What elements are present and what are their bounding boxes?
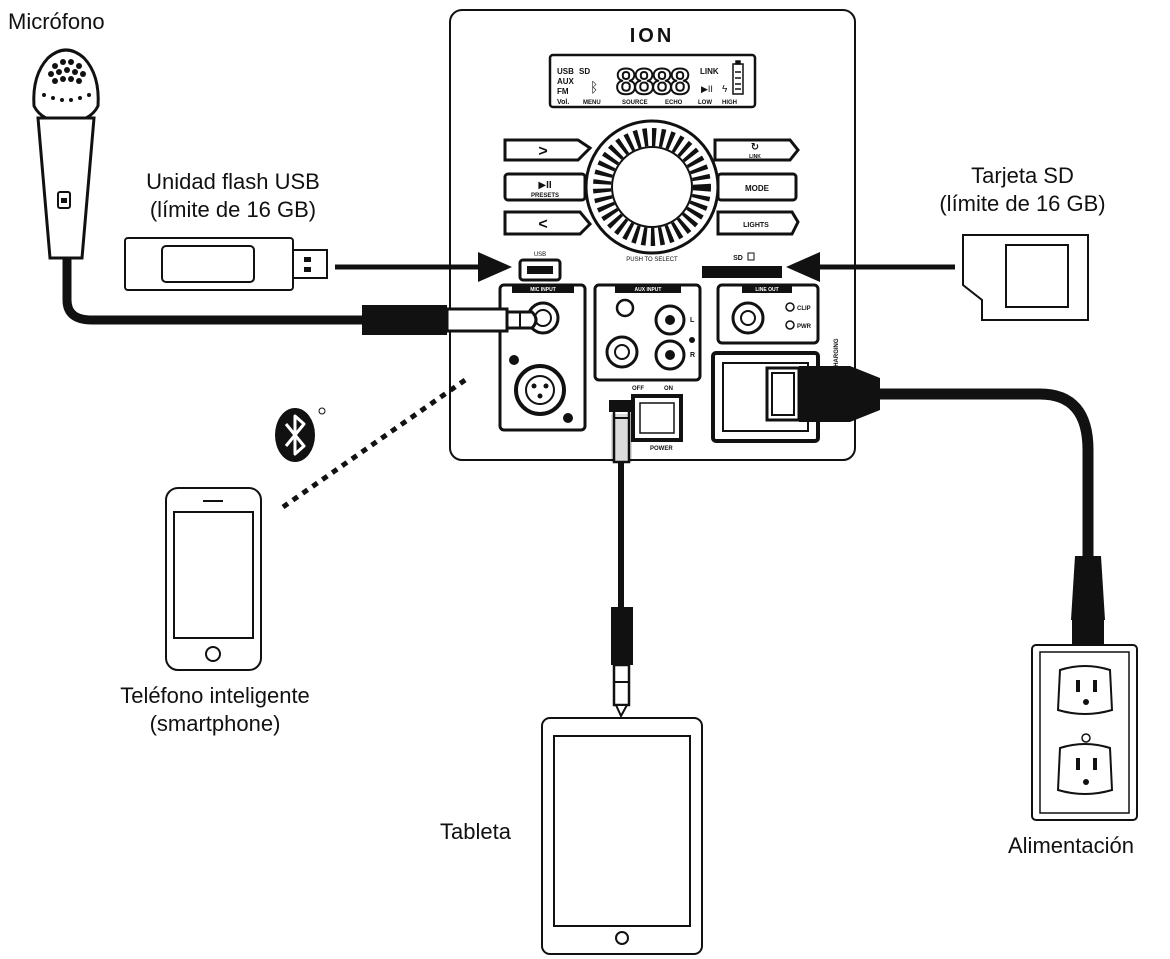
battery-icon [732, 60, 744, 95]
sd-arrow [786, 252, 955, 282]
power-on-label: ON [664, 386, 673, 392]
xlr-input[interactable] [514, 364, 566, 416]
play-pause-small-icon: ▶II [701, 84, 713, 94]
label-sd-line1: Tarjeta SD [971, 163, 1074, 188]
mic-input-panel: MIC INPUT [498, 283, 587, 432]
smartphone-device [165, 487, 262, 671]
label-sd-card: Tarjeta SD (límite de 16 GB) [895, 162, 1150, 218]
sd-slot[interactable]: SD [702, 252, 782, 278]
display-digits: 8888 [616, 61, 689, 102]
display-vol: Vol. [557, 99, 569, 106]
line-out-label: LINE OUT [755, 287, 778, 293]
mode-label: MODE [745, 184, 770, 193]
line-out-panel: LINE OUT CLIP PWR [716, 283, 820, 345]
label-usb-line1: Unidad flash USB [146, 169, 320, 194]
button-mode[interactable]: MODE [716, 172, 798, 202]
button-link[interactable]: ↻ LINK [713, 138, 800, 162]
mic-input-label: MIC INPUT [530, 287, 556, 293]
display-aux: AUX [557, 77, 575, 86]
display-link: LINK [700, 67, 719, 76]
usb-port[interactable]: USB [518, 252, 562, 282]
display-low: LOW [698, 100, 712, 106]
microphone-device [32, 48, 100, 260]
label-smartphone: Teléfono inteligente (smartphone) [70, 682, 360, 738]
power-label: POWER [650, 446, 673, 452]
display-echo: ECHO [665, 100, 683, 106]
next-icon: > [538, 143, 547, 160]
aux-3-5mm-jack[interactable] [615, 298, 635, 318]
button-prev[interactable]: < [503, 210, 593, 236]
link-icon: ↻ [751, 142, 759, 153]
clip-label: CLIP [797, 306, 811, 312]
pwr-led [785, 320, 795, 330]
line-out-jack[interactable] [731, 301, 765, 335]
bluetooth-connection-line [281, 375, 470, 510]
label-phone-line1: Teléfono inteligente [120, 683, 310, 708]
tablet-aux-plug-bottom [611, 607, 633, 719]
label-tablet: Tableta [440, 819, 511, 844]
label-sd-line2: (límite de 16 GB) [939, 191, 1106, 216]
button-play-pause[interactable]: ▶II PRESETS [503, 172, 587, 202]
display-usb: USB [557, 67, 574, 76]
sd-slot-label: SD [733, 255, 743, 262]
charging-small-icon: ϟ [722, 84, 728, 95]
lights-label: LIGHTS [743, 222, 769, 229]
clip-led [785, 302, 795, 312]
link-label: LINK [749, 154, 761, 160]
aux-r-label: R [690, 352, 695, 359]
label-power: Alimentación [1008, 833, 1134, 858]
aux-quarter-inch-jack[interactable] [605, 335, 639, 369]
power-plug-head [765, 366, 880, 422]
label-usb-line2: (límite de 16 GB) [149, 197, 317, 222]
lcd-display: USB SD AUX FM Vol. 8888 LINK ᛒ ▶II ϟ MEN… [548, 53, 757, 109]
label-phone-line2: (smartphone) [149, 711, 281, 736]
microphone-jack-plug [362, 305, 538, 335]
label-microphone: Micrófono [8, 9, 105, 34]
aux-l-label: L [690, 317, 695, 324]
power-switch[interactable]: OFF ON POWER [631, 386, 683, 452]
microphone-cable [62, 258, 370, 325]
display-sd: SD [579, 67, 590, 76]
play-pause-icon: ▶II [538, 180, 551, 191]
side-label: PAIR / CHARGING [834, 338, 840, 390]
pwr-label: PWR [797, 324, 812, 330]
sd-card [962, 234, 1089, 321]
wall-outlet [1031, 644, 1138, 821]
bluetooth-small-icon: ᛒ [590, 79, 598, 95]
power-cable [878, 388, 1094, 560]
display-fm: FM [557, 87, 569, 96]
label-usb-flash-drive: Unidad flash USB (límite de 16 GB) [108, 168, 358, 224]
push-to-select-label: PUSH TO SELECT [626, 257, 678, 263]
prev-icon: < [538, 216, 547, 233]
usb-flash-drive [124, 237, 328, 291]
tablet-device [541, 717, 703, 955]
display-high: HIGH [722, 100, 737, 106]
display-menu: MENU [583, 100, 601, 106]
aux-input-panel: AUX INPUT L R [593, 283, 702, 382]
brand-logo: ION [630, 25, 675, 47]
tablet-aux-plug-top [609, 400, 634, 464]
button-lights[interactable]: LIGHTS [716, 210, 800, 236]
presets-label: PRESETS [531, 193, 559, 199]
power-off-label: OFF [632, 386, 644, 392]
display-source: SOURCE [622, 100, 648, 106]
button-next[interactable]: > [503, 138, 593, 162]
bluetooth-icon [275, 407, 326, 462]
usb-port-label: USB [534, 252, 546, 258]
rotary-knob[interactable] [584, 119, 720, 255]
aux-input-label: AUX INPUT [635, 287, 662, 293]
usb-arrow [335, 252, 512, 282]
